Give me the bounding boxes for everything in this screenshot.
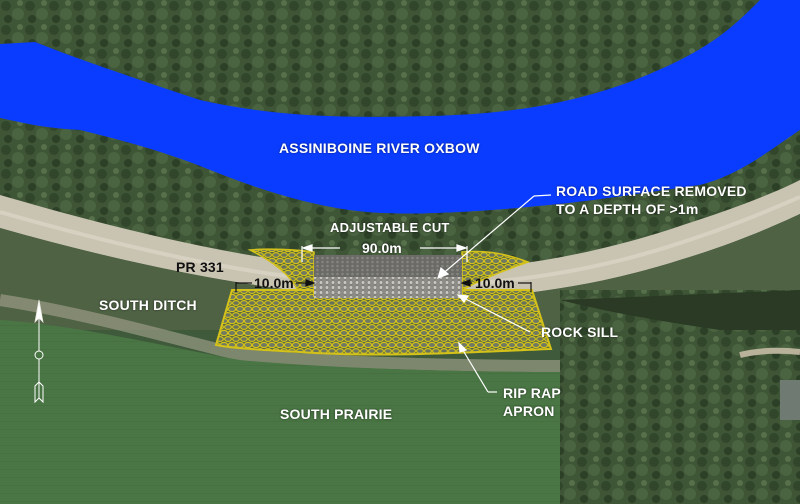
road-surface-label-line1: ROAD SURFACE REMOVED (556, 183, 747, 199)
left-transition-dimension: 10.0m (254, 275, 294, 291)
river-polygon (0, 0, 800, 214)
rip-rap-label-line2: APRON (503, 402, 555, 419)
adjustable-cut-label: ADJUSTABLE CUT (330, 220, 450, 235)
right-transition-dimension: 10.0m (475, 275, 515, 291)
rip-rap-apron (214, 289, 553, 356)
road-surface-label-line2: TO A DEPTH OF >1m (556, 200, 699, 217)
south-ditch-label: SOUTH DITCH (99, 297, 197, 313)
road-name-label: PR 331 (176, 259, 224, 275)
river-label: ASSINIBOINE RIVER OXBOW (279, 140, 480, 156)
road-surface-removed-label: ROAD SURFACE REMOVED TO A DEPTH OF >1m (556, 183, 747, 218)
road-pr331 (0, 180, 800, 300)
adjustable-cut-surface (314, 255, 462, 277)
cut-width-dimension: 90.0m (362, 240, 402, 256)
rock-sill-label: ROCK SILL (541, 324, 619, 340)
rip-rap-label-line1: RIP RAP (503, 385, 561, 401)
rip-rap-apron-label: RIP RAP APRON (503, 385, 561, 420)
rock-sill (314, 277, 462, 298)
south-prairie-label: SOUTH PRAIRIE (280, 406, 393, 422)
north-arrow-icon (34, 299, 44, 404)
